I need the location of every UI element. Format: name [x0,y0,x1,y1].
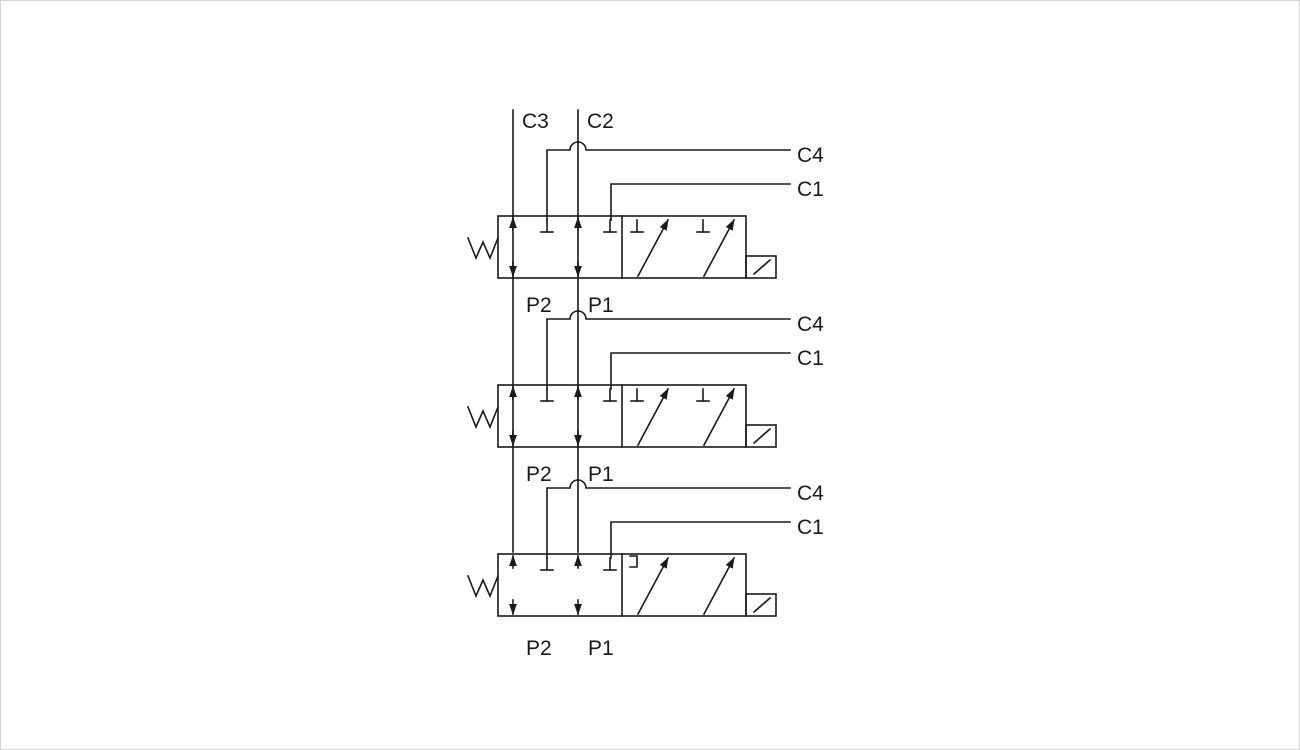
label-c1: C1 [797,347,824,370]
flow-lines [509,109,582,616]
outlet-lines [546,141,791,559]
valve-1 [468,216,776,278]
label-p1: P1 [588,463,614,486]
label-c1: C1 [797,516,824,539]
label-c4: C4 [797,313,824,336]
label-p1: P1 [588,294,614,317]
label-p2: P2 [526,294,552,317]
label-p1: P1 [588,637,614,660]
label-c3: C3 [522,110,549,133]
label-c4: C4 [797,482,824,505]
valve-3 [468,554,776,616]
valve-2 [468,385,776,447]
label-c1: C1 [797,178,824,201]
label-c4: C4 [797,144,824,167]
label-p2: P2 [526,637,552,660]
label-p2: P2 [526,463,552,486]
label-c2: C2 [587,110,614,133]
